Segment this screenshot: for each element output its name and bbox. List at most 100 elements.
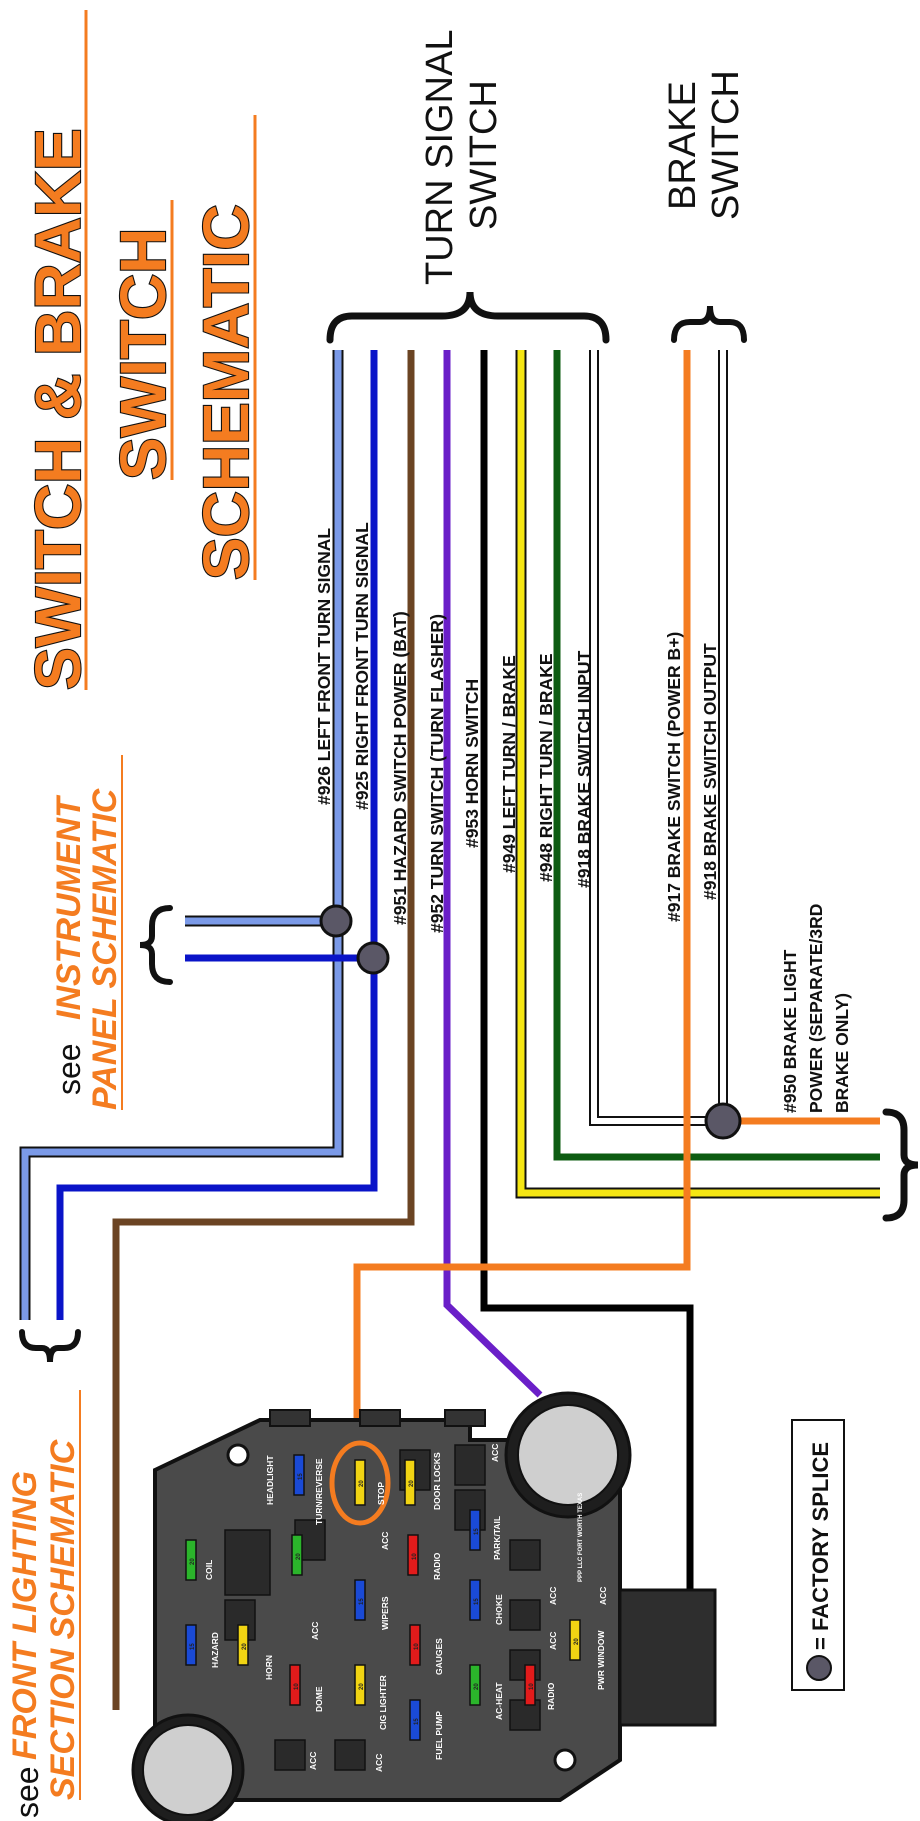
svg-text:10: 10 bbox=[294, 1683, 300, 1690]
fuse-label-pwr-window: PWR WINDOW bbox=[596, 1630, 606, 1690]
fuse-stop[interactable]: 20 bbox=[354, 1459, 366, 1506]
fuse-label-wipers: WIPERS bbox=[380, 1596, 390, 1630]
instrument-panel-reference[interactable]: see INSTRUMENT PANEL SCHEMATIC bbox=[50, 755, 124, 1110]
fuse-label-acc7: ACC bbox=[374, 1754, 384, 1772]
wire-948-right-turn-brake[interactable] bbox=[553, 350, 880, 1161]
instrument-ref-line2[interactable]: PANEL SCHEMATIC bbox=[86, 788, 124, 1110]
brake-light-power-line1: #950 BRAKE LIGHT bbox=[780, 949, 800, 1113]
svg-text:10: 10 bbox=[412, 1553, 418, 1560]
fuse-label-hazard: HAZARD bbox=[210, 1632, 220, 1668]
wire-label-948: #948 RIGHT TURN / BRAKE bbox=[536, 653, 556, 882]
fuse-acc-green[interactable]: 20 bbox=[291, 1534, 303, 1576]
fuse-label-park-tail: PARK/TAIL bbox=[492, 1516, 502, 1560]
wire-label-953: #953 HORN SWITCH bbox=[462, 679, 482, 848]
fuse-label-radio2: RADIO bbox=[546, 1682, 556, 1710]
fuse-label-acc2: ACC bbox=[380, 1532, 390, 1550]
fuse-coil[interactable]: 20 bbox=[185, 1539, 197, 1581]
front-lighting-ref-line1[interactable]: FRONT LIGHTING bbox=[6, 1471, 44, 1760]
wire-925-right-front-turn[interactable] bbox=[56, 350, 378, 1320]
fuse-label-choke: CHOKE bbox=[494, 1594, 504, 1625]
svg-text:20: 20 bbox=[359, 1480, 365, 1487]
wire-label-952: #952 TURN SWITCH (TURN FLASHER) bbox=[427, 614, 447, 933]
title-line1: SWITCH & BRAKE bbox=[22, 128, 94, 690]
wire-951-hazard-power[interactable] bbox=[112, 350, 415, 1710]
svg-text:15: 15 bbox=[298, 1473, 304, 1480]
brake-light-power-line2: POWER (SEPARATE/3RD bbox=[806, 904, 826, 1113]
stop-fuse-highlight bbox=[329, 1440, 391, 1526]
fuse-label-acc5: ACC bbox=[548, 1632, 558, 1650]
fuse-choke[interactable]: 15 bbox=[469, 1579, 481, 1621]
fuse-label-cig-lighter: CIG LIGHTER bbox=[378, 1675, 388, 1730]
wire-label-918-output: #918 BRAKE SWITCH OUTPUT bbox=[700, 643, 720, 900]
svg-text:20: 20 bbox=[296, 1553, 302, 1560]
front-lighting-reference[interactable]: see FRONT LIGHTING SECTION SCHEMATIC bbox=[6, 1390, 82, 1818]
fuse-label-acc4: ACC bbox=[548, 1587, 558, 1605]
wire-label-925: #925 RIGHT FRONT TURN SIGNAL bbox=[352, 522, 372, 810]
legend-label: = FACTORY SPLICE bbox=[808, 1442, 833, 1650]
fuse-hazard[interactable]: 15 bbox=[185, 1624, 197, 1666]
turn-signal-heading-line2: SWITCH bbox=[463, 80, 505, 230]
title-block: SWITCH & BRAKE SWITCH SCHEMATIC bbox=[21, 10, 263, 691]
front-lighting-ref-line2[interactable]: SECTION SCHEMATIC bbox=[44, 1439, 82, 1800]
wire-918-brake-switch-input[interactable] bbox=[589, 350, 722, 1126]
wire-label-951: #951 HAZARD SWITCH POWER (BAT) bbox=[390, 611, 410, 925]
brake-light-power-line3: BRAKE ONLY) bbox=[832, 993, 852, 1113]
brake-switch-brace bbox=[671, 305, 747, 343]
fuse-block: 15 20 20 20 20 10 15 15 bbox=[131, 1391, 717, 1821]
fuse-headlight[interactable]: 15 bbox=[293, 1454, 305, 1496]
title-line2: SWITCH bbox=[107, 228, 179, 480]
brake-switch-heading-line1: BRAKE bbox=[662, 81, 704, 210]
svg-text:20: 20 bbox=[190, 1558, 196, 1565]
factory-splice-legend: = FACTORY SPLICE bbox=[791, 1419, 845, 1691]
svg-text:15: 15 bbox=[474, 1598, 480, 1605]
legend-splice-icon bbox=[806, 1655, 832, 1681]
fuse-label-ac-heat: AC-HEAT bbox=[494, 1682, 504, 1720]
brake-switch-heading-line2: SWITCH bbox=[705, 70, 747, 220]
splice-926 bbox=[319, 904, 353, 938]
wire-953-horn[interactable] bbox=[480, 350, 694, 1595]
svg-text:15: 15 bbox=[190, 1643, 196, 1650]
fuse-radio-2[interactable]: 10 bbox=[524, 1664, 536, 1706]
fuse-fuel-pump[interactable]: 15 bbox=[409, 1699, 421, 1741]
instrument-see-text: see bbox=[51, 1043, 87, 1095]
svg-text:15: 15 bbox=[414, 1718, 420, 1725]
turn-signal-heading-line1: TURN SIGNAL bbox=[419, 30, 461, 285]
svg-text:20: 20 bbox=[409, 1480, 415, 1487]
fuse-label-coil: COIL bbox=[204, 1560, 214, 1580]
svg-text:20: 20 bbox=[574, 1638, 580, 1645]
svg-text:20: 20 bbox=[242, 1643, 248, 1650]
instrument-brace bbox=[139, 905, 173, 985]
fuse-label-stop: STOP bbox=[376, 1482, 386, 1505]
fuse-label-door-locks: DOOR LOCKS bbox=[432, 1452, 442, 1510]
wire-949-left-turn-brake[interactable] bbox=[515, 350, 880, 1199]
wire-label-917: #917 BRAKE SWITCH (POWER B+) bbox=[664, 632, 684, 922]
fuse-dome[interactable]: 10 bbox=[289, 1664, 301, 1706]
turn-signal-brace bbox=[326, 291, 610, 344]
splice-918 bbox=[704, 1102, 742, 1140]
wire-926-left-front-turn[interactable] bbox=[19, 350, 344, 1320]
wire-917-brake-power[interactable] bbox=[353, 350, 691, 1430]
fuse-park-tail[interactable]: 15 bbox=[469, 1509, 481, 1551]
fuse-gauges[interactable]: 10 bbox=[409, 1624, 421, 1666]
fuse-label-dome: DOME bbox=[314, 1686, 324, 1712]
svg-text:15: 15 bbox=[359, 1598, 365, 1605]
instrument-ref-line1[interactable]: INSTRUMENT bbox=[50, 794, 88, 1020]
fuse-door-locks[interactable]: 20 bbox=[404, 1459, 416, 1506]
front-lighting-see-text: see bbox=[9, 1766, 45, 1818]
svg-text:20: 20 bbox=[474, 1683, 480, 1690]
fuse-horn[interactable]: 20 bbox=[237, 1624, 249, 1666]
wire-label-949: #949 LEFT TURN / BRAKE bbox=[499, 655, 519, 873]
svg-text:15: 15 bbox=[474, 1528, 480, 1535]
fuse-label-horn: HORN bbox=[264, 1655, 274, 1680]
wire-952-turn-flasher[interactable] bbox=[443, 350, 543, 1398]
fuse-cig-lighter[interactable]: 20 bbox=[354, 1664, 366, 1706]
fuse-pwr-window[interactable]: 20 bbox=[569, 1619, 581, 1661]
wire-label-926: #926 LEFT FRONT TURN SIGNAL bbox=[314, 528, 334, 805]
fuse-label-fuel-pump: FUEL PUMP bbox=[434, 1711, 444, 1760]
fuse-ac-heat[interactable]: 20 bbox=[469, 1664, 481, 1706]
fuse-wipers[interactable]: 15 bbox=[354, 1579, 366, 1621]
fuse-label-acc1: ACC bbox=[490, 1444, 500, 1462]
fuse-radio-red[interactable]: 10 bbox=[407, 1534, 419, 1576]
